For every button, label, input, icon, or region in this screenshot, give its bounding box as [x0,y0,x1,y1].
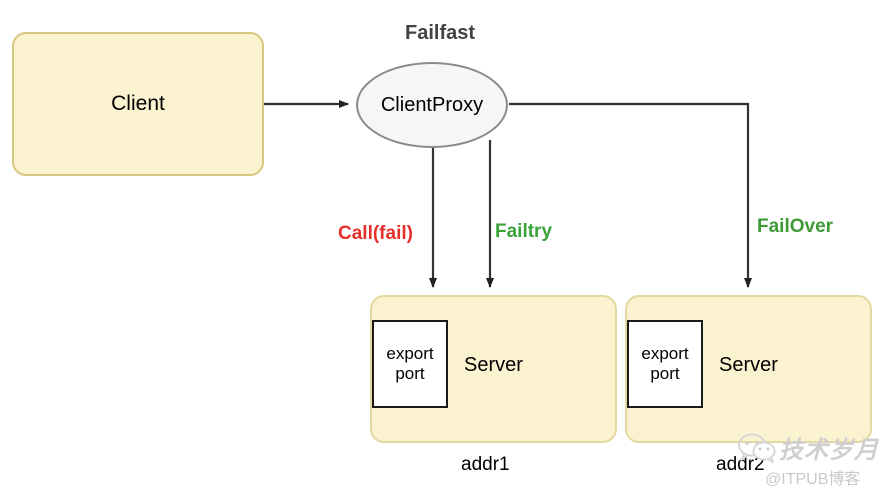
edge-label-failover: FailOver [757,216,834,237]
node-client-proxy-label: ClientProxy [380,94,484,116]
node-server-addr2[interactable]: export port Server [625,295,872,443]
server1-addr-label: addr1 [461,454,510,475]
node-server-addr1[interactable]: export port Server [370,295,617,443]
export-port-box-server2[interactable]: export port [627,320,703,408]
failfast-label: Failfast [405,22,476,44]
server2-addr-label: addr2 [716,454,765,475]
watermark-handle: @ITPUB博客 [765,471,861,488]
edge-label-failtry: Failtry [495,221,553,242]
node-client[interactable]: Client [12,32,264,176]
node-server2-label: Server [719,354,778,376]
node-client-label: Client [111,92,165,116]
export-port-line2: port [395,364,425,383]
edge-label-call-fail: Call(fail) [338,223,413,244]
edge-clientproxy-to-server2-failover [509,102,752,288]
node-server1-label: Server [464,354,523,376]
export-port-line1: export [386,344,434,364]
export-port-box-server1[interactable]: export port [372,320,448,408]
export-port-line1: export [641,344,689,364]
export-port-line2: port [650,364,680,383]
node-client-proxy[interactable]: ClientProxy [356,62,508,148]
